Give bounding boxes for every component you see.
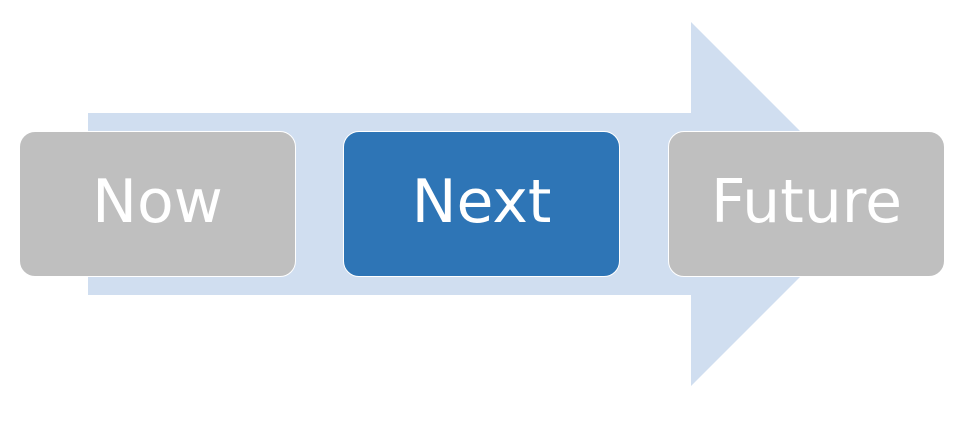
step-future-label: Future [710,167,903,237]
step-now: Now [19,131,296,277]
step-next: Next [343,131,620,277]
step-future: Future [668,131,945,277]
step-next-label: Next [411,167,552,237]
step-now-label: Now [92,167,223,237]
